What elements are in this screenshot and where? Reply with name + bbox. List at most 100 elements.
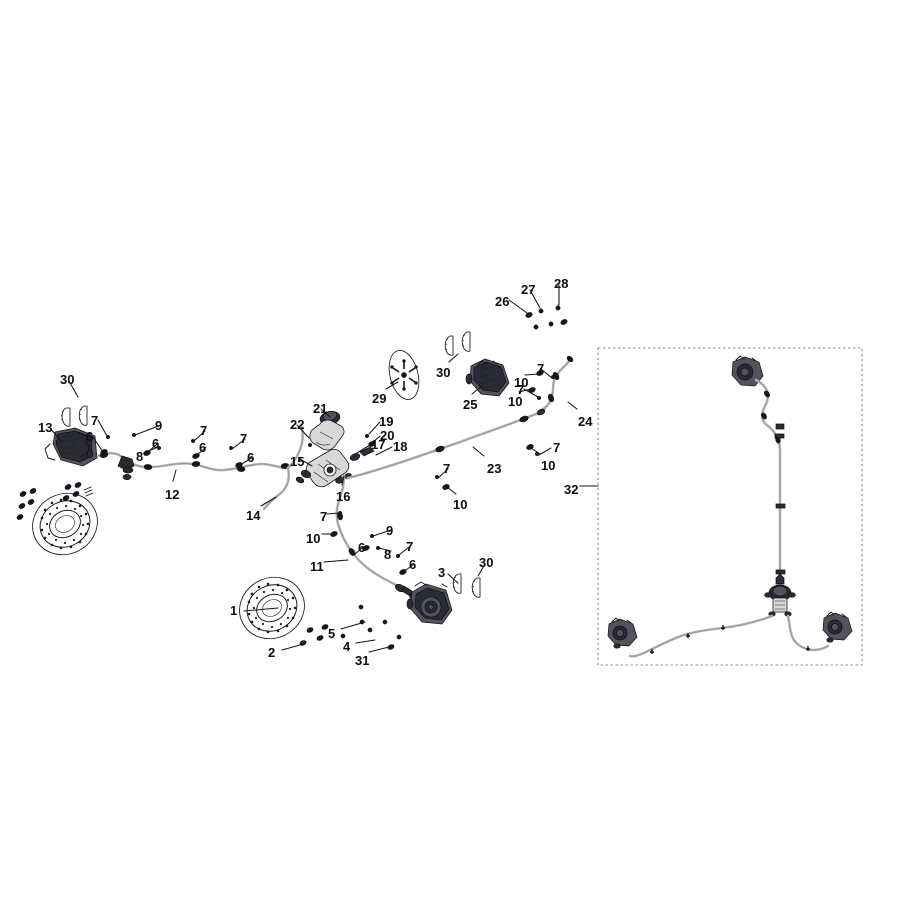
leader-line xyxy=(281,644,301,651)
brake-caliper-left xyxy=(44,427,98,467)
callout-number-10: 10 xyxy=(453,497,468,512)
brake-pads-lower xyxy=(452,573,481,598)
callout-number-28: 28 xyxy=(554,276,569,291)
callout-number-8: 8 xyxy=(384,547,392,562)
leader-line xyxy=(341,475,345,486)
callout-number-27: 27 xyxy=(521,282,536,297)
callout-number-7: 7 xyxy=(537,361,545,376)
leader-line xyxy=(437,468,449,479)
leader-line xyxy=(447,573,459,584)
callout-number-30: 30 xyxy=(479,555,494,570)
callout-number-30: 30 xyxy=(436,365,451,380)
callout-number-6: 6 xyxy=(247,450,255,465)
callout-number-9: 9 xyxy=(386,523,394,538)
callout-number-19: 19 xyxy=(379,414,394,429)
leader-line xyxy=(231,438,246,450)
callout-number-7: 7 xyxy=(553,440,561,455)
callout-number-10: 10 xyxy=(541,458,556,473)
leader-line xyxy=(372,529,392,537)
leader-line xyxy=(356,444,371,454)
callout-number-13: 13 xyxy=(38,420,53,435)
callout-number-6: 6 xyxy=(199,440,207,455)
callout-number-6: 6 xyxy=(152,436,160,451)
leader-line xyxy=(296,424,310,439)
leader-line xyxy=(260,496,277,507)
leader-line xyxy=(299,458,313,467)
leader-line xyxy=(239,456,254,466)
leader-line xyxy=(368,421,381,435)
leader-line xyxy=(355,639,376,644)
callout-number-10: 10 xyxy=(514,375,529,390)
leader-line xyxy=(97,419,108,437)
leader-line xyxy=(540,368,553,379)
leader-line xyxy=(385,381,399,390)
leader-line xyxy=(402,564,414,573)
callout-number-3: 3 xyxy=(438,565,446,580)
leader-line xyxy=(195,446,207,457)
leader-line xyxy=(378,547,392,552)
leader-line xyxy=(243,607,279,612)
callout-number-20: 20 xyxy=(380,428,395,443)
callout-number-7: 7 xyxy=(240,431,248,446)
callout-number-7: 7 xyxy=(91,413,99,428)
leader-line xyxy=(320,408,331,418)
leader-line xyxy=(49,427,63,443)
leader-line xyxy=(134,424,162,436)
leader-line xyxy=(518,388,532,393)
brake-line-12 xyxy=(96,451,290,480)
leader-line xyxy=(193,430,206,442)
callout-number-11: 11 xyxy=(310,559,324,574)
callout-number-12: 12 xyxy=(165,487,180,502)
leader-line xyxy=(538,447,552,456)
leader-line xyxy=(326,512,340,515)
callout-number-1: 1 xyxy=(230,603,238,618)
callout-number-6: 6 xyxy=(86,429,94,444)
callout-number-7: 7 xyxy=(517,382,525,397)
callout-number-23: 23 xyxy=(487,461,502,476)
leader-line xyxy=(398,546,410,556)
callout-number-10: 10 xyxy=(508,394,523,409)
callout-number-9: 9 xyxy=(155,418,163,433)
brake-disc-rotor-front xyxy=(239,576,305,640)
callout-number-15: 15 xyxy=(290,454,305,469)
callout-number-32: 32 xyxy=(564,482,579,497)
leader-line xyxy=(172,469,177,482)
leader-line xyxy=(368,646,390,653)
leader-line xyxy=(68,380,79,398)
callout-number-7: 7 xyxy=(320,509,328,524)
leader-line xyxy=(375,446,393,456)
leader-line xyxy=(323,559,349,563)
leader-line xyxy=(524,373,540,376)
callout-number-7: 7 xyxy=(406,539,414,554)
leader-line xyxy=(340,621,366,630)
leader-line xyxy=(567,401,578,410)
inset-assembly-routing xyxy=(607,355,853,658)
sensor-hardware-cluster xyxy=(525,304,568,330)
leader-line xyxy=(477,563,486,577)
callout-number-7: 7 xyxy=(200,423,208,438)
callout-number-22: 22 xyxy=(290,417,305,432)
callout-number-26: 26 xyxy=(495,294,510,309)
brake-line-23 xyxy=(346,412,538,480)
leader-line xyxy=(471,385,483,395)
brake-pads-upper xyxy=(444,331,471,356)
callout-number-18: 18 xyxy=(393,439,408,454)
leader-line xyxy=(530,447,541,455)
callout-number-2: 2 xyxy=(268,645,276,660)
leader-line xyxy=(446,486,457,495)
master-cylinder-assembly xyxy=(295,410,376,488)
callout-number-6: 6 xyxy=(409,557,417,572)
brake-pads-left xyxy=(60,405,88,427)
leader-line xyxy=(143,446,159,454)
brake-caliper-upper xyxy=(465,358,510,397)
leader-line xyxy=(370,435,381,445)
leader-line xyxy=(448,353,459,363)
inset-assembly-box xyxy=(597,347,863,666)
brake-disc-rotor-rear xyxy=(16,482,98,556)
callout-number-10: 10 xyxy=(306,531,321,546)
callout-number-5: 5 xyxy=(328,626,336,641)
callout-number-31: 31 xyxy=(355,653,370,668)
